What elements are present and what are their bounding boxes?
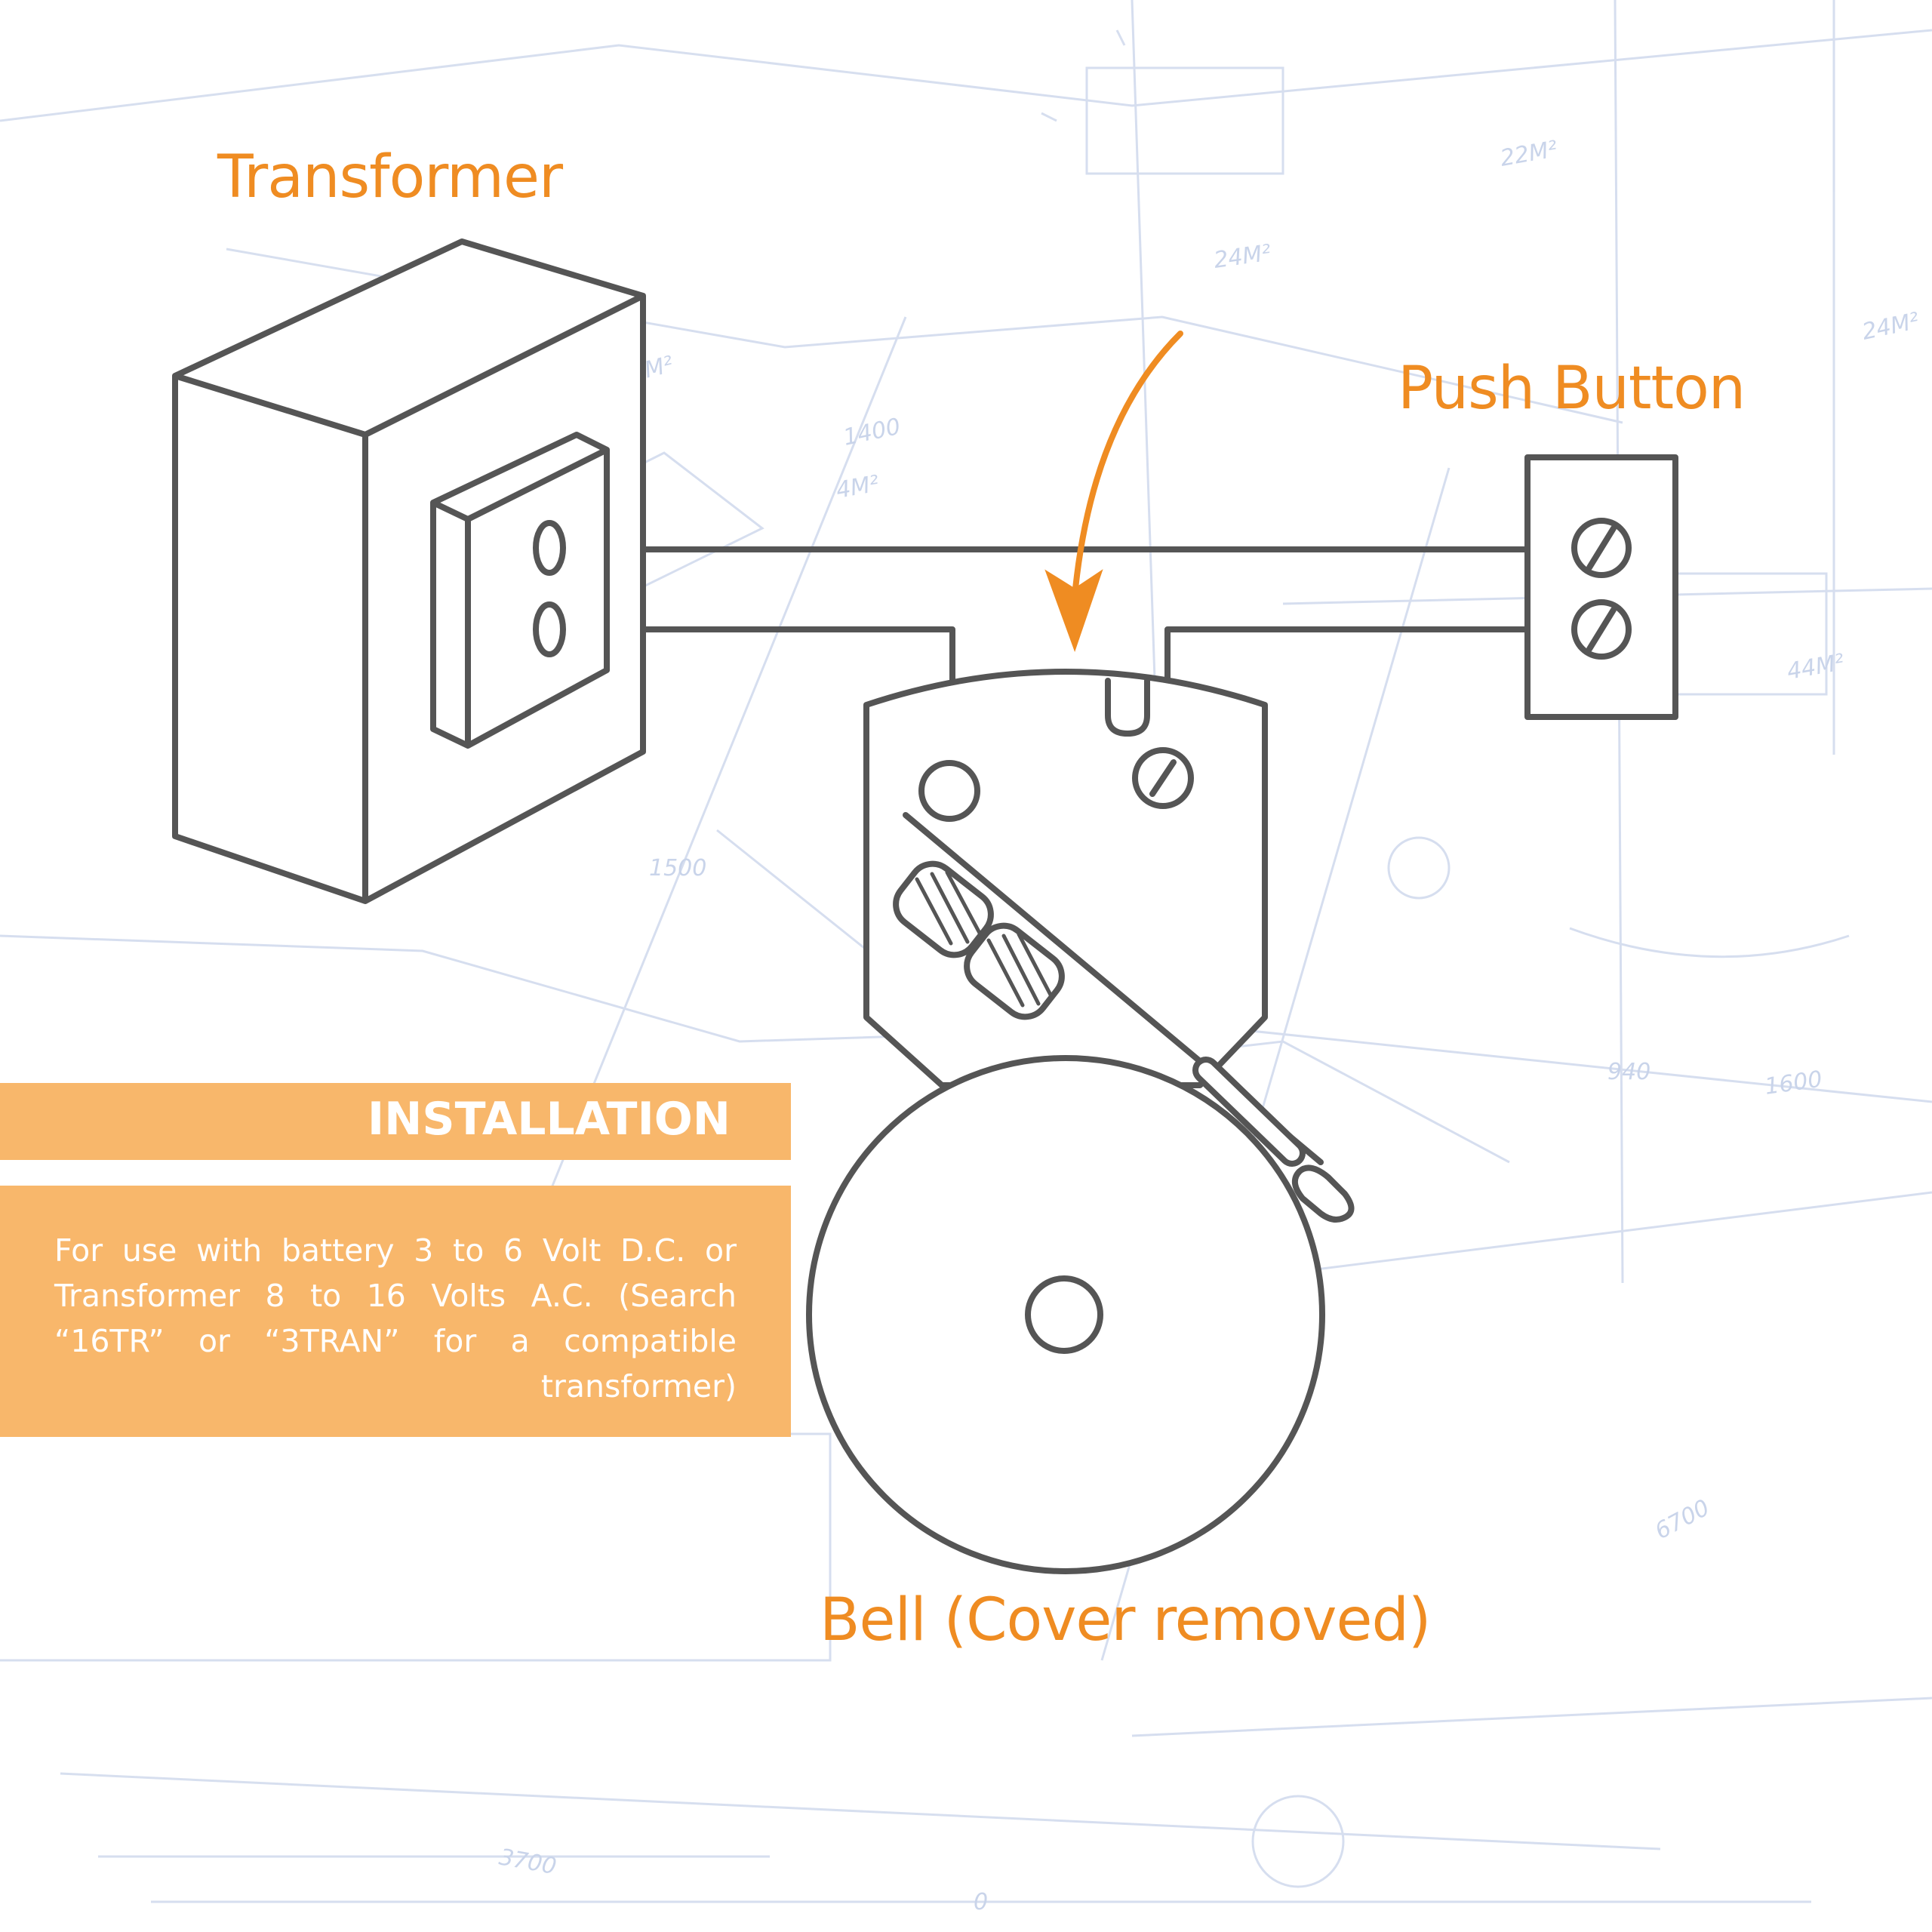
push-button xyxy=(1524,454,1678,720)
bell-terminal-left xyxy=(918,760,980,822)
blueprint-label: 1600 xyxy=(1763,1066,1823,1100)
blueprint-label: 24M² xyxy=(1860,308,1921,346)
blueprint-label: 44M² xyxy=(1785,649,1846,685)
installation-title: INSTALLATION xyxy=(367,1093,731,1146)
transformer-label: Transformer xyxy=(217,143,563,211)
transformer-box xyxy=(172,238,646,904)
blueprint-label: 6700 xyxy=(1651,1494,1714,1545)
blueprint-label: 0 xyxy=(974,1889,988,1915)
arrow-icon xyxy=(1044,331,1183,653)
blueprint-label: 940 xyxy=(1607,1059,1651,1085)
bell-center xyxy=(1025,1275,1103,1354)
blueprint-label: 24M² xyxy=(1212,240,1272,274)
installation-body-band: For use with battery 3 to 6 Volt D.C. or… xyxy=(0,1186,791,1437)
bell-label: Bell (Cover removed) xyxy=(820,1586,1431,1654)
transformer-terminal-top xyxy=(533,520,566,576)
bell-coil-right xyxy=(964,922,1065,1020)
bell-coil-left xyxy=(893,860,994,958)
installation-heading-band: INSTALLATION xyxy=(0,1083,791,1160)
blueprint-label: 22M² xyxy=(1498,136,1559,172)
push-button-label: Push Button xyxy=(1398,355,1746,423)
transformer-terminal-bottom xyxy=(533,601,566,657)
bell-mechanism xyxy=(806,669,1355,1574)
bell-hammer-head xyxy=(1292,1164,1355,1223)
blueprint-label: 3700 xyxy=(497,1844,558,1880)
blueprint-label: 1500 xyxy=(649,855,706,881)
installation-text: For use with battery 3 to 6 Volt D.C. or… xyxy=(54,1232,737,1404)
blueprint-label: 1400 xyxy=(841,414,903,451)
